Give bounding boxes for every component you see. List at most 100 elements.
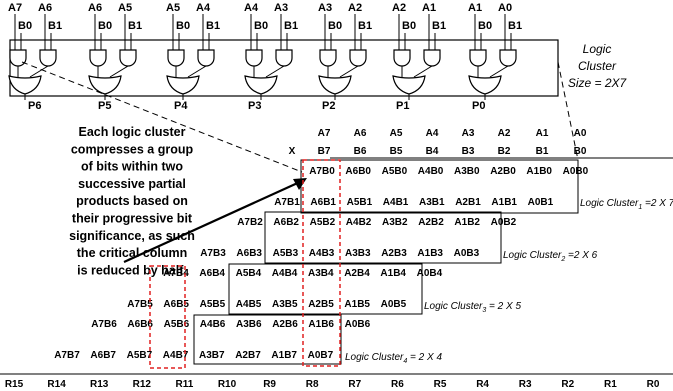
partial-product-cell: A1B6 xyxy=(308,319,334,330)
partial-product-cell: A5B3 xyxy=(273,248,299,259)
logic-cluster-label: Logic Cluster3 = 2 X 5 xyxy=(424,301,521,314)
gate-wire xyxy=(109,65,129,78)
partial-product-cell: A3B0 xyxy=(454,166,480,177)
partial-product-cell: A5B6 xyxy=(164,319,190,330)
and-gate-shape xyxy=(349,49,367,67)
gate-input-a-left: A2 xyxy=(392,2,406,14)
header-a-bit: A4 xyxy=(426,128,439,139)
partial-product-cell: A4B3 xyxy=(309,248,335,259)
partial-product-cell: A6B7 xyxy=(90,350,116,361)
partial-product-cell: A6B6 xyxy=(127,319,153,330)
or-gate-shape xyxy=(392,75,426,95)
and-gate-shape xyxy=(499,49,517,67)
cluster-label-text: Logic Cluster xyxy=(503,250,562,261)
critical-column-r7 xyxy=(302,159,341,367)
result-bit: R12 xyxy=(133,379,152,390)
gate-input-a-right: A2 xyxy=(348,2,362,14)
gate-output-label: P1 xyxy=(396,100,409,112)
gate-wire xyxy=(339,65,359,78)
gate-output-label: P5 xyxy=(98,100,111,112)
cluster-label-size: = 2 X 5 xyxy=(486,301,521,312)
projection-line-left xyxy=(21,61,303,173)
gate-input-b0: B0 xyxy=(328,20,342,32)
partial-product-cell: A6B1 xyxy=(310,197,336,208)
note-line: Each logic cluster xyxy=(79,125,186,139)
header-b-bit: B2 xyxy=(498,146,511,157)
partial-product-cell: A1B4 xyxy=(380,268,406,279)
result-bit: R9 xyxy=(263,379,276,390)
gate-output-label: P0 xyxy=(472,100,485,112)
header-b-bit: X xyxy=(289,146,296,157)
cluster-label-line-3: Size = 2X7 xyxy=(568,76,628,90)
partial-product-cell: A6B4 xyxy=(199,268,225,279)
result-bit: R15 xyxy=(5,379,24,390)
partial-product-cell: A5B0 xyxy=(382,166,408,177)
cluster-label-subscript: 4 xyxy=(403,358,407,365)
cluster-label-size: =2 X 6 xyxy=(565,250,597,261)
gate-input-a-right: A5 xyxy=(118,2,132,14)
header-a-bit: A2 xyxy=(498,128,511,139)
header-a-bit: A7 xyxy=(318,128,331,139)
note-line: is reduced by half. xyxy=(77,263,187,277)
and-gate-shape xyxy=(319,49,337,67)
gate-input-b1: B1 xyxy=(508,20,522,32)
gate-input-b0: B0 xyxy=(176,20,190,32)
gate-input-b0: B0 xyxy=(18,20,32,32)
gate-wire xyxy=(187,65,207,78)
partial-product-cell: A2B3 xyxy=(381,248,407,259)
header-a-bit: A0 xyxy=(574,128,587,139)
logic-cluster-1-box xyxy=(300,159,579,214)
partial-product-cell: A3B1 xyxy=(419,197,445,208)
cluster-label-subscript: 2 xyxy=(560,256,565,263)
result-bit: R1 xyxy=(604,379,617,390)
cluster-label-subscript: 3 xyxy=(482,307,486,314)
partial-product-cell: A6B2 xyxy=(273,217,299,228)
or-gate-shape xyxy=(88,75,122,95)
result-bit: R2 xyxy=(561,379,574,390)
gate-input-a-right: A0 xyxy=(498,2,512,14)
gate-input-b1: B1 xyxy=(206,20,220,32)
note-line: significance, as such xyxy=(69,229,195,243)
gate-output-label: P4 xyxy=(174,100,188,112)
result-bit: R10 xyxy=(218,379,237,390)
partial-product-cell: A5B1 xyxy=(347,197,373,208)
partial-product-cell: A2B6 xyxy=(272,319,298,330)
partial-product-cell: A2B0 xyxy=(490,166,516,177)
note-line: of bits within two xyxy=(81,160,183,174)
result-bit: R6 xyxy=(391,379,404,390)
logic-cluster-label: Logic Cluster2 =2 X 6 xyxy=(503,250,598,263)
partial-product-cell: A7B7 xyxy=(54,350,80,361)
partial-product-cell: A1B7 xyxy=(271,350,297,361)
gate-input-b1: B1 xyxy=(128,20,142,32)
gate-input-a-right: A6 xyxy=(38,2,52,14)
result-bit: R11 xyxy=(176,379,194,390)
note-line: products based on xyxy=(76,194,188,208)
partial-product-cell: A3B2 xyxy=(382,217,408,228)
gate-input-b1: B1 xyxy=(48,20,62,32)
projection-line-right xyxy=(557,61,579,161)
partial-product-cell: A4B1 xyxy=(383,197,409,208)
partial-product-cell: A0B3 xyxy=(454,248,480,259)
and-gate-shape xyxy=(469,49,487,67)
cluster-label-line-2: Cluster xyxy=(578,59,617,73)
gate-wire xyxy=(489,65,509,78)
gate-output-label: P2 xyxy=(322,100,335,112)
and-gate-shape xyxy=(167,49,185,67)
partial-product-cell: A4B2 xyxy=(346,217,372,228)
gate-input-a-left: A3 xyxy=(318,2,332,14)
partial-product-cell: A4B0 xyxy=(418,166,444,177)
header-b-bit: B7 xyxy=(318,146,331,157)
and-gate-shape xyxy=(393,49,411,67)
header-b-bit: B0 xyxy=(574,146,587,157)
partial-product-cell: A3B7 xyxy=(199,350,225,361)
logic-cluster-3-box xyxy=(228,263,423,315)
critical-column-r11 xyxy=(149,265,186,369)
gate-wire xyxy=(29,65,49,78)
